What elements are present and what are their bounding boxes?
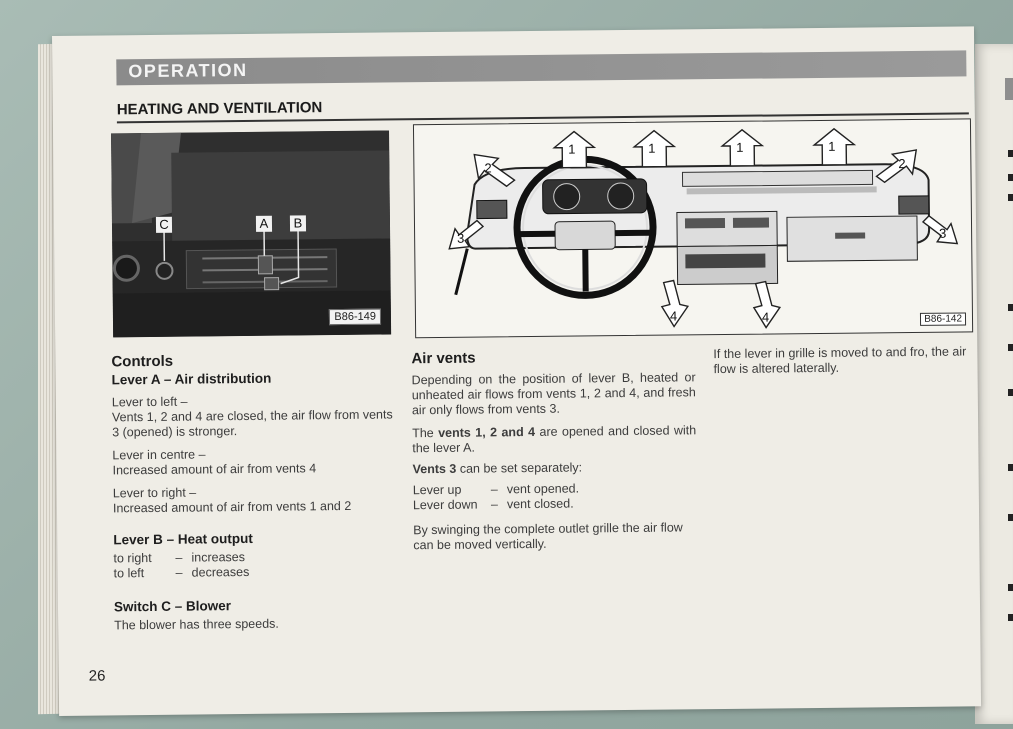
dash: – xyxy=(175,550,183,565)
vent-opened-label: vent opened. xyxy=(506,481,580,497)
next-page-bullet xyxy=(1008,194,1013,201)
dashboard-drawing xyxy=(448,127,959,329)
lateral-flow-text: If the lever in grille is moved to and f… xyxy=(713,344,967,377)
increases-label: increases xyxy=(191,550,246,565)
next-page-band xyxy=(1005,78,1013,100)
photo-label-c: C xyxy=(159,216,169,232)
dashboard-diagram: 1 1 1 1 2 2 3 3 4 4 B86-142 xyxy=(412,118,974,339)
section-title: OPERATION xyxy=(128,59,248,82)
next-page-bullet xyxy=(1008,464,1013,471)
vent-label-1: 1 xyxy=(828,138,836,154)
diagram-code: B86-142 xyxy=(920,312,967,326)
lever-up-label: Lever up xyxy=(412,482,462,498)
dash: – xyxy=(490,482,498,497)
page-heading: HEATING AND VENTILATION xyxy=(116,99,323,119)
to-right-label: to right xyxy=(113,550,152,566)
air-vents-paragraph-2: The vents 1, 2 and 4 are opened and clos… xyxy=(412,423,696,456)
to-left-label: to left xyxy=(113,566,145,581)
air-vents-column: Air vents Depending on the position of l… xyxy=(411,347,697,553)
next-page-bullet xyxy=(1008,304,1013,311)
vent-label-1: 1 xyxy=(648,140,656,156)
controls-column: Controls Lever A – Air distribution Leve… xyxy=(111,350,396,633)
decreases-label: decreases xyxy=(191,564,250,580)
switch-c-text: The blower has three speeds. xyxy=(114,616,279,633)
vent-closed-label: vent closed. xyxy=(506,496,574,512)
p2-bold: vents 1, 2 and 4 xyxy=(438,424,536,440)
controls-photo: C A B B86-149 xyxy=(111,130,392,338)
vent-label-2: 2 xyxy=(484,160,492,176)
air-vents-paragraph-1: Depending on the position of lever B, he… xyxy=(411,370,696,418)
p2-pre: The xyxy=(412,425,439,441)
controls-title: Controls xyxy=(111,352,174,371)
vent-label-3: 3 xyxy=(939,225,947,241)
vent-label-1: 1 xyxy=(568,141,576,157)
p3-bold: Vents 3 xyxy=(412,461,457,477)
vent-label-4: 4 xyxy=(761,309,770,325)
section-band: OPERATION xyxy=(116,50,967,86)
air-vents-paragraph-4: By swinging the complete outlet grille t… xyxy=(413,520,683,553)
next-page-bullet xyxy=(1008,174,1013,181)
photo-label-b: B xyxy=(293,215,303,231)
next-page-bullet xyxy=(1008,584,1013,591)
p3-post: can be set separately: xyxy=(456,460,583,476)
next-page-bullet xyxy=(1008,389,1013,396)
vent-label-4: 4 xyxy=(669,308,678,324)
controls-photo-drawing xyxy=(111,130,392,338)
page-number: 26 xyxy=(88,667,106,685)
photo-code: B86-149 xyxy=(329,308,382,326)
lever-down-label: Lever down xyxy=(412,497,478,513)
right-column: If the lever in grille is moved to and f… xyxy=(713,344,971,377)
vent-label-3: 3 xyxy=(457,230,465,246)
vent-label-2: 2 xyxy=(898,156,906,172)
next-page-bullet xyxy=(1008,514,1013,521)
lever-left-text: Vents 1, 2 and 4 are closed, the air flo… xyxy=(111,407,393,440)
photo-label-a: A xyxy=(259,215,269,231)
next-page-bullet xyxy=(1008,150,1013,157)
vent-label-1: 1 xyxy=(736,139,744,155)
dash: – xyxy=(490,497,498,512)
next-page-edge xyxy=(975,44,1013,724)
dash: – xyxy=(175,565,183,580)
next-page-bullet xyxy=(1008,344,1013,351)
manual-page: OPERATION HEATING AND VENTILATION xyxy=(52,26,982,716)
next-page-bullet xyxy=(1008,614,1013,621)
